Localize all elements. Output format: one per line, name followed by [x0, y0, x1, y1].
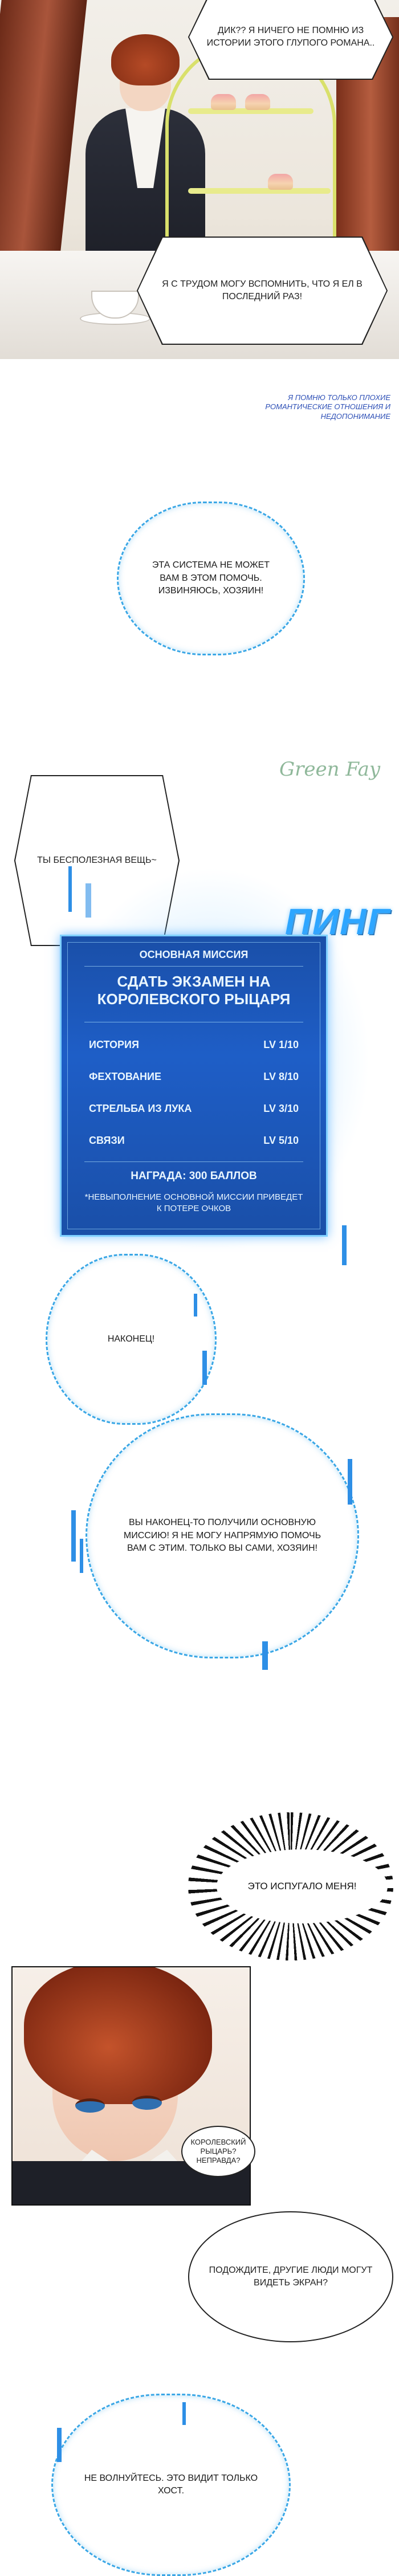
system-message-text: ВЫ НАКОНЕЦ-ТО ПОЛУЧИЛИ ОСНОВНУЮ МИССИЮ! … [123, 1518, 321, 1554]
stat-row: СТРЕЛЬБА ИЗ ЛУКА LV 3/10 [89, 1103, 299, 1120]
system-mission-window: ОСНОВНАЯ МИССИЯ СДАТЬ ЭКЗАМЕН НА КОРОЛЕВ… [60, 935, 328, 1237]
speech-bubble-useless: ТЫ БЕСПОЛЕЗНАЯ ВЕЩЬ~ [15, 776, 178, 945]
aside-note: Я ПОМНЮ ТОЛЬКО ПЛОХИЕ РОМАНТИЧЕСКИЕ ОТНО… [265, 393, 390, 421]
portrait-panel [11, 1966, 251, 2206]
speech-text: ТЫ БЕСПОЛЕЗНАЯ ВЕЩЬ~ [37, 855, 157, 866]
window-border [67, 942, 320, 1229]
stat-row: ФЕХТОВАНИЕ LV 8/10 [89, 1071, 299, 1088]
speech-text: Я С ТРУДОМ МОГУ ВСПОМНИТЬ, ЧТО Я ЕЛ В ПО… [162, 279, 363, 301]
glitch-bar [68, 866, 72, 912]
mission-note: *НЕВЫПОЛНЕНИЕ ОСНОВНОЙ МИССИИ ПРИВЕДЕТ К… [84, 1192, 303, 1213]
stat-level: LV 1/10 [263, 1039, 299, 1050]
speech-bubble-wait: ПОДОЖДИТЕ, ДРУГИЕ ЛЮДИ МОГУТ ВИДЕТЬ ЭКРА… [188, 2211, 393, 2342]
speech-bubble-top: ДИК?? Я НИЧЕГО НЕ ПОМНЮ ИЗ ИСТОРИИ ЭТОГО… [189, 0, 392, 79]
stat-name: ФЕХТОВАНИЕ [89, 1071, 161, 1082]
watermark: Green Fay [279, 758, 381, 781]
system-message-bubble-finally: НАКОНЕЦ! [46, 1254, 217, 1425]
stat-name: СВЯЗИ [89, 1135, 125, 1146]
stat-row: СВЯЗИ LV 5/10 [89, 1135, 299, 1152]
cake [211, 94, 236, 110]
cake-tray-top [188, 108, 314, 114]
shout-text: ЭТО ИСПУГАЛО МЕНЯ! [247, 1881, 357, 1892]
mission-title: СДАТЬ ЭКЗАМЕН НА КОРОЛЕВСКОГО РЫЦАРЯ [97, 973, 291, 1008]
speech-text: ДИК?? Я НИЧЕГО НЕ ПОМНЮ ИЗ ИСТОРИИ ЭТОГО… [206, 26, 375, 48]
thought-bubble: КОРОЛЕВСКИЙ РЫЦАРЬ? НЕПРАВДА? [181, 2126, 255, 2177]
glitch-bar [57, 2428, 62, 2462]
stat-level: LV 5/10 [263, 1135, 299, 1146]
glitch-bar [71, 1510, 76, 1562]
glitch-bar [80, 1539, 83, 1573]
thought-text: КОРОЛЕВСКИЙ РЫЦАРЬ? НЕПРАВДА? [190, 2137, 246, 2165]
character-hair [111, 34, 180, 85]
character-eye-right [132, 2096, 162, 2110]
system-message-bubble-2: ВЫ НАКОНЕЦ-ТО ПОЛУЧИЛИ ОСНОВНУЮ МИССИЮ! … [85, 1413, 359, 1658]
stat-level: LV 3/10 [263, 1103, 299, 1114]
character-hair [24, 1967, 212, 2104]
cake [245, 94, 270, 110]
mission-header: ОСНОВНАЯ МИССИЯ [139, 949, 249, 960]
stat-name: СТРЕЛЬБА ИЗ ЛУКА [89, 1103, 192, 1114]
divider [84, 966, 303, 967]
stat-level: LV 8/10 [263, 1071, 299, 1082]
glitch-bar [182, 2402, 186, 2425]
divider [84, 1161, 303, 1162]
glitch-bar [348, 1459, 352, 1505]
system-message-text: ЭТА СИСТЕМА НЕ МОЖЕТ ВАМ В ЭТОМ ПОМОЧЬ. … [152, 560, 270, 596]
system-message-bubble-3: НЕ ВОЛНУЙТЕСЬ. ЭТО ВИДИТ ТОЛЬКО ХОСТ. [51, 2394, 291, 2576]
shout-bubble: ЭТО ИСПУГАЛО МЕНЯ! [217, 1849, 388, 1923]
glitch-bar [85, 883, 91, 918]
glitch-bar [262, 1641, 268, 1670]
cake-tray-bottom [188, 188, 331, 194]
glitch-bar [202, 1351, 207, 1385]
stat-row: ИСТОРИЯ LV 1/10 [89, 1039, 299, 1056]
character-eye-left [75, 2098, 105, 2113]
glitch-bar [342, 1225, 347, 1265]
stat-name: ИСТОРИЯ [89, 1039, 139, 1050]
system-message-text: НАКОНЕЦ! [107, 1334, 155, 1344]
speech-bubble-bottom: Я С ТРУДОМ МОГУ ВСПОМНИТЬ, ЧТО Я ЕЛ В ПО… [138, 238, 386, 344]
speech-text: ПОДОЖДИТЕ, ДРУГИЕ ЛЮДИ МОГУТ ВИДЕТЬ ЭКРА… [209, 2265, 373, 2288]
curtain-left [0, 0, 88, 251]
glitch-bar [194, 1294, 197, 1316]
cake [268, 174, 293, 190]
system-message-bubble: ЭТА СИСТЕМА НЕ МОЖЕТ ВАМ В ЭТОМ ПОМОЧЬ. … [117, 502, 305, 655]
mission-reward: НАГРАДА: 300 БАЛЛОВ [131, 1170, 257, 1182]
system-message-text: НЕ ВОЛНУЙТЕСЬ. ЭТО ВИДИТ ТОЛЬКО ХОСТ. [84, 2473, 258, 2496]
